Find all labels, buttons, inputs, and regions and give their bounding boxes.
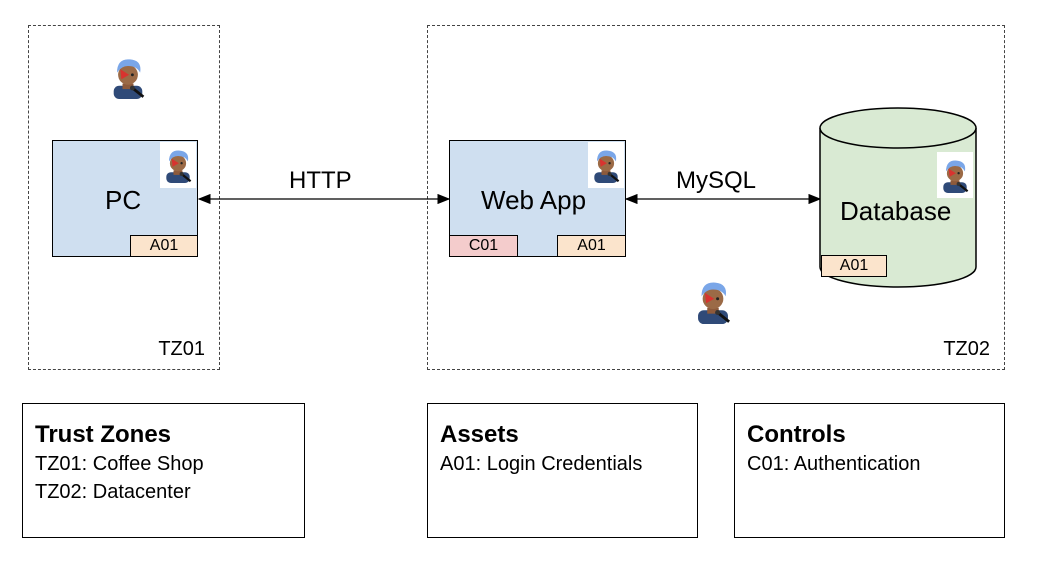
asset-tag: A01: [557, 235, 626, 257]
node-label: Web App: [481, 185, 587, 215]
trust-zone-label: TZ01: [158, 338, 205, 360]
connection-label-mysql: MySQL: [676, 167, 757, 194]
connection-label-http: HTTP: [289, 167, 352, 194]
asset-tag: A01: [130, 235, 198, 257]
threat-actor-icon: [937, 152, 973, 198]
node-web-app[interactable]: Web App C01 A01: [449, 140, 626, 257]
legend-assets: Assets A01: Login Credentials: [427, 403, 698, 538]
legend-item: TZ02: Datacenter: [35, 481, 191, 503]
legend-trust-zones: Trust Zones TZ01: Coffee Shop TZ02: Data…: [22, 403, 305, 538]
legend-controls: Controls C01: Authentication: [734, 403, 1005, 538]
node-pc[interactable]: PC A01: [52, 140, 198, 257]
node-label: PC: [105, 185, 142, 215]
legend-item: A01: Login Credentials: [440, 453, 643, 475]
control-tag: C01: [449, 235, 518, 257]
threat-actor-icon: [588, 142, 624, 188]
node-label: Database: [840, 196, 952, 226]
asset-tag: A01: [821, 255, 887, 277]
legend-title: Trust Zones: [35, 421, 172, 448]
trust-zone-label: TZ02: [943, 338, 990, 360]
legend-item: C01: Authentication: [747, 453, 921, 475]
legend-title: Assets: [440, 421, 519, 448]
legend-title: Controls: [747, 421, 846, 448]
legend-item: TZ01: Coffee Shop: [35, 453, 204, 475]
threat-actor-icon: [160, 142, 196, 188]
